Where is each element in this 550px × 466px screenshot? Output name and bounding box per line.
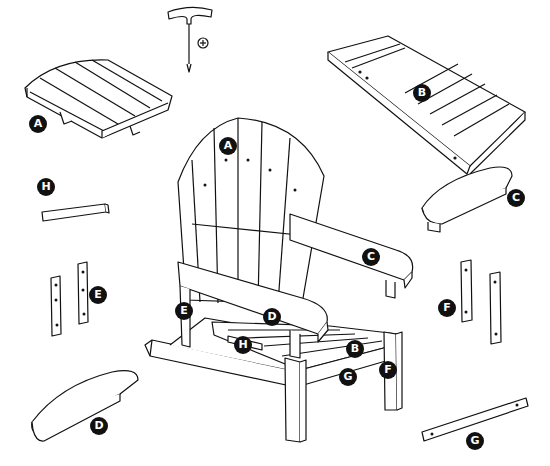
leg-boards-part	[51, 262, 88, 336]
left-arm-part	[32, 371, 138, 441]
callout-letter: B	[413, 84, 431, 102]
slat-part	[42, 204, 109, 221]
callout-letter: H	[37, 178, 55, 196]
callout-letter: A	[219, 137, 237, 155]
callout-letter: B	[346, 340, 364, 358]
callout-letter: F	[438, 299, 456, 317]
callout-letter: F	[379, 361, 397, 379]
assembled-chair	[145, 118, 413, 442]
callout-letter: D	[90, 417, 108, 435]
callout-letter: E	[175, 302, 193, 320]
callout-letter: H	[234, 336, 252, 354]
screwdriver	[168, 7, 212, 72]
callout-letter: G	[466, 432, 484, 450]
right-arm-part	[422, 167, 512, 232]
callout-letter: D	[263, 308, 281, 326]
callout-letter: E	[89, 286, 107, 304]
callout-letter: C	[362, 248, 380, 266]
back-panel-part	[25, 60, 172, 138]
leg-boards-part	[461, 260, 501, 344]
callout-letter: A	[29, 115, 47, 133]
callout-letter: G	[339, 368, 357, 386]
seat-frame-part	[328, 36, 525, 174]
callout-letter: C	[507, 189, 525, 207]
